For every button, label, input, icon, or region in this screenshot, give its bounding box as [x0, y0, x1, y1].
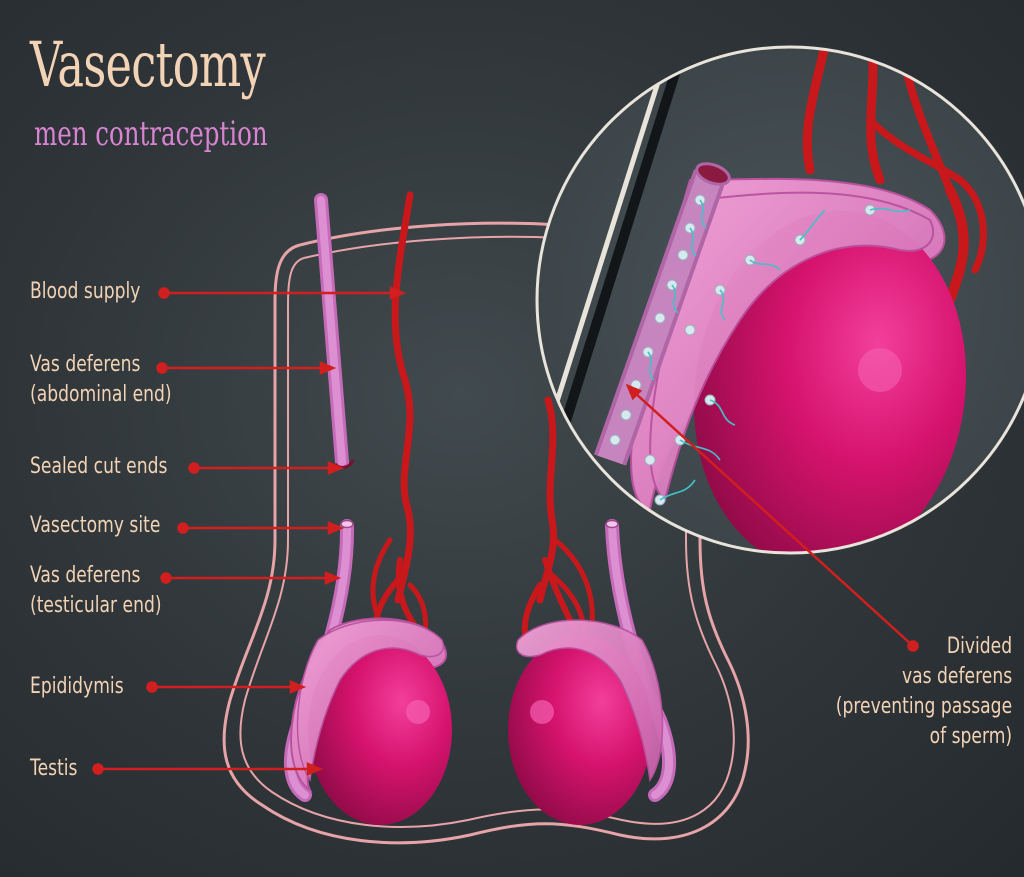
- label-epididymis: Epididymis: [30, 674, 124, 699]
- label-vas-deferens-testicular: Vas deferens (testicular end): [30, 561, 162, 621]
- label-divided-vas-deferens: Divided vas deferens (preventing passage…: [836, 632, 1012, 752]
- label-vasectomy-site: Vasectomy site: [30, 513, 161, 538]
- leader-divided-vas: [625, 383, 919, 652]
- label-line: vas deferens: [901, 664, 1012, 689]
- label-testis: Testis: [30, 756, 78, 781]
- label-line: Vas deferens: [30, 352, 141, 377]
- label-line: (testicular end): [30, 593, 162, 618]
- label-line: (abdominal end): [30, 382, 172, 407]
- label-sealed-cut-ends: Sealed cut ends: [30, 454, 168, 479]
- leader-epididymis: [146, 680, 307, 694]
- blood-vessels: [370, 191, 595, 643]
- leader-vasectomy-site: [177, 521, 345, 535]
- label-line: (preventing passage: [835, 694, 1012, 719]
- label-line: Vas deferens: [30, 563, 141, 588]
- label-line: Divided: [946, 634, 1012, 659]
- page-subtitle: men contraception: [34, 114, 268, 154]
- label-line: of sperm): [929, 724, 1012, 749]
- leader-blood-supply: [158, 286, 407, 300]
- leader-lines: [92, 286, 919, 776]
- label-vas-deferens-abdominal: Vas deferens (abdominal end): [30, 350, 172, 410]
- leader-vas-abdominal: [156, 361, 337, 375]
- leader-testis: [92, 762, 324, 776]
- zoom-detail: [535, 45, 1024, 555]
- label-blood-supply: Blood supply: [30, 279, 141, 304]
- scrotum-outline: [222, 221, 750, 845]
- testis-right: [508, 619, 664, 825]
- vas-deferens-abdominal-end: [314, 193, 349, 469]
- leader-sealed-cut-ends: [188, 461, 345, 475]
- leader-vas-testicular: [160, 571, 342, 585]
- page-title: Vasectomy: [30, 28, 266, 101]
- testis-left: [290, 617, 452, 825]
